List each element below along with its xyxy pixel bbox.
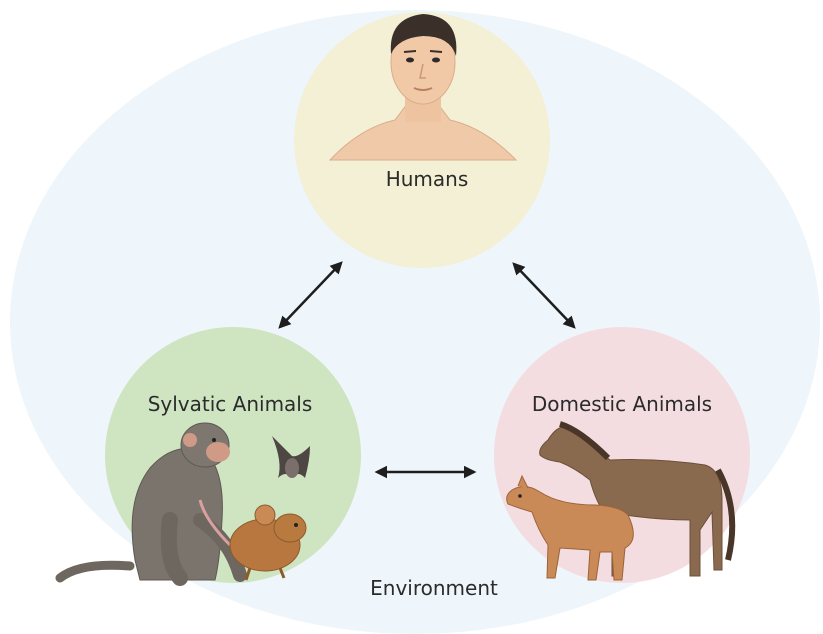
humans-label: Humans	[386, 167, 469, 191]
environment-label: Environment	[370, 576, 498, 600]
domestic-animals-label: Domestic Animals	[532, 392, 712, 416]
sylvatic-animals-label: Sylvatic Animals	[148, 392, 313, 416]
